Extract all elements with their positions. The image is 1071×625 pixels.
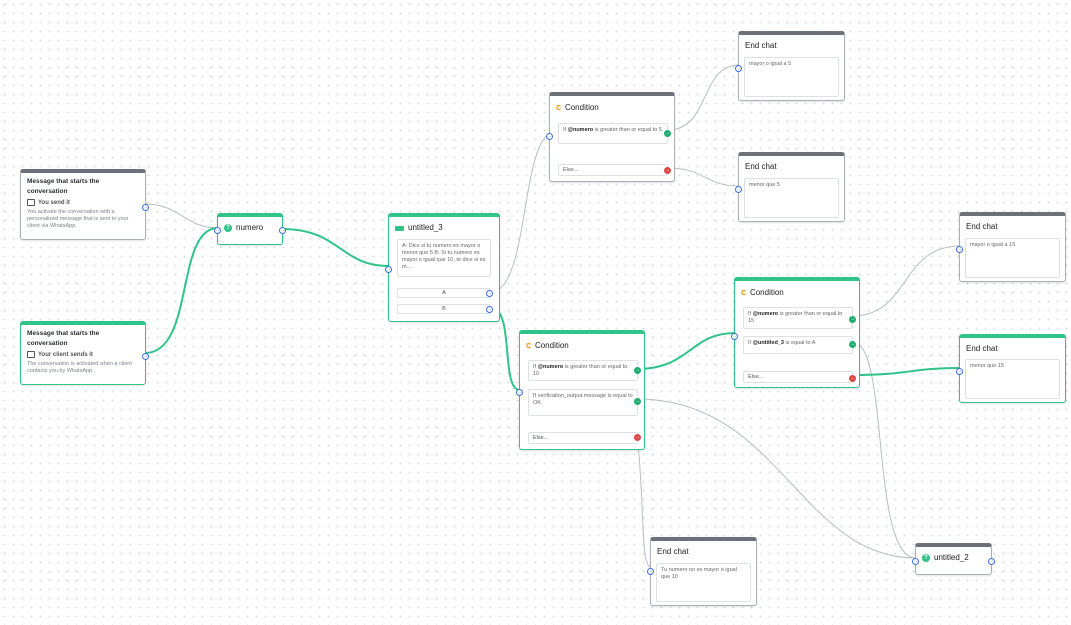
edge-cond3rule2-untitled2 (851, 340, 917, 559)
input-port[interactable]: → (735, 65, 742, 72)
start-node-description: The conversation is activated when a cli… (27, 361, 132, 374)
node-header: ? numero (218, 217, 282, 232)
node-label: untitled_2 (934, 553, 969, 562)
condition-rule-2[interactable]: If verification_output.message is equal … (528, 389, 638, 416)
else-branch[interactable]: Else... (528, 432, 638, 444)
option-b[interactable]: B (397, 304, 491, 314)
end-chat-message: menor que 5 (744, 178, 839, 218)
condition-rule-1[interactable]: If @numero is greater than or equal to 1… (743, 307, 853, 329)
else-output-port[interactable]: → (849, 375, 856, 382)
node-header: ? untitled_2 (916, 547, 991, 562)
node-header: untitled_3 (389, 217, 499, 232)
edge-start2-numero (144, 227, 219, 354)
node-title: Condition (749, 288, 784, 297)
rule-2-output-port[interactable]: → (849, 341, 856, 348)
chat-icon (27, 351, 35, 358)
edge-cond2else-end5 (636, 435, 652, 568)
else-branch[interactable]: Else... (743, 371, 853, 383)
node-title: End chat (657, 547, 689, 556)
node-title: Condition (564, 103, 599, 112)
condition-rule-1[interactable]: If @numero is greater than or equal to 1… (528, 360, 638, 381)
option-a-port[interactable]: → (486, 290, 493, 297)
condition-rule-2[interactable]: If @untitled_3 is equal to A (743, 336, 853, 354)
edge-untitled3A-cond1 (490, 131, 556, 293)
edge-cond1-end1 (667, 64, 740, 131)
input-port[interactable]: → (731, 333, 738, 340)
node-header: ⅽ Condition (735, 281, 859, 298)
output-port[interactable]: → (279, 227, 286, 234)
node-label: untitled_3 (408, 223, 443, 232)
question-bubble-icon: ? (224, 223, 232, 232)
untitled-2-node[interactable]: ? untitled_2 → → (912, 543, 995, 575)
condition-icon: ⅽ (741, 287, 746, 297)
input-port[interactable]: → (647, 568, 654, 575)
end-chat-message: menor que 15 (965, 359, 1060, 399)
option-b-port[interactable]: → (486, 306, 493, 313)
start-node-title: Message that starts the conversation (27, 330, 100, 347)
end-chat-node-3[interactable]: End chat mayor o igual a 15 → (956, 212, 1066, 282)
edge-cond2-cond3 (636, 332, 736, 370)
input-port[interactable]: → (956, 246, 963, 253)
node-header: ⅽ Condition (550, 96, 674, 113)
rule-1-output-port[interactable]: → (849, 316, 856, 323)
start-node-you-send[interactable]: Message that starts the conversation You… (20, 169, 149, 240)
rule-1-output-port[interactable]: → (634, 367, 641, 374)
start-node-client-sends[interactable]: Message that starts the conversation You… (20, 321, 149, 385)
untitled-3-node[interactable]: untitled_3 A: Dice si tu numero es mayor… (385, 213, 500, 322)
end-chat-message: Tu numero no es mayor o igual que 10 (656, 563, 751, 602)
node-header: ⅽ Condition (520, 334, 644, 351)
numero-node[interactable]: ? numero → → (214, 213, 286, 245)
edge-cond2-untitled2 (636, 398, 917, 559)
rule-2-output-port[interactable]: → (634, 398, 641, 405)
output-port[interactable]: → (988, 558, 995, 565)
node-title: End chat (745, 41, 777, 50)
input-port[interactable]: → (546, 133, 553, 140)
end-chat-node-2[interactable]: End chat menor que 5 → (735, 152, 845, 222)
start-node-actor: Your client sends it (21, 349, 145, 358)
chat-icon (27, 199, 35, 206)
else-branch[interactable]: Else... (558, 164, 668, 176)
edge-start1-numero (144, 203, 219, 229)
condition-node-1[interactable]: ⅽ Condition If @numero is greater than o… (546, 92, 675, 182)
rule-output-port[interactable]: → (664, 130, 671, 137)
condition-node-2[interactable]: ⅽ Condition If @numero is greater than o… (516, 330, 645, 450)
input-port[interactable]: → (385, 266, 392, 273)
end-chat-message: mayor o igual a 15 (965, 238, 1060, 278)
option-a[interactable]: A (397, 288, 491, 298)
end-chat-node-1[interactable]: End chat mayor o igual a 5 → (735, 31, 845, 101)
condition-rule[interactable]: If @numero is greater than or equal to 5 (558, 123, 668, 144)
input-port[interactable]: → (956, 368, 963, 375)
input-port[interactable]: → (912, 558, 919, 565)
else-output-port[interactable]: → (664, 167, 671, 174)
node-title: End chat (745, 162, 777, 171)
edge-cond3else-end4 (851, 367, 961, 376)
end-chat-node-5[interactable]: End chat Tu numero no es mayor o igual q… (647, 537, 757, 606)
node-title: End chat (966, 222, 998, 231)
end-chat-node-4[interactable]: End chat menor que 15 → (956, 334, 1066, 403)
else-output-port[interactable]: → (634, 434, 641, 441)
question-bubble-icon: ? (922, 553, 930, 562)
node-title: End chat (966, 344, 998, 353)
list-icon (395, 224, 404, 231)
input-port[interactable]: → (214, 227, 221, 234)
condition-icon: ⅽ (526, 340, 531, 350)
condition-icon: ⅽ (556, 102, 561, 112)
edge-cond3-end3 (851, 245, 961, 317)
end-chat-message: mayor o igual a 5 (744, 57, 839, 97)
output-port[interactable]: → (142, 353, 149, 360)
start-node-actor: You send it (21, 197, 145, 206)
start-node-title: Message that starts the conversation (27, 178, 100, 195)
node-title: Condition (534, 341, 569, 350)
input-port[interactable]: → (516, 389, 523, 396)
input-port[interactable]: → (735, 186, 742, 193)
edge-cond1else-end2 (667, 167, 740, 187)
edge-numero-untitled3 (281, 228, 390, 267)
output-port[interactable]: → (142, 204, 149, 211)
start-node-description: You activate the conversation with a per… (27, 209, 129, 229)
node-label: numero (236, 223, 264, 232)
message-text: A: Dice si tu numero es mayor o menor qu… (397, 239, 491, 277)
condition-node-3[interactable]: ⅽ Condition If @numero is greater than o… (731, 277, 860, 388)
